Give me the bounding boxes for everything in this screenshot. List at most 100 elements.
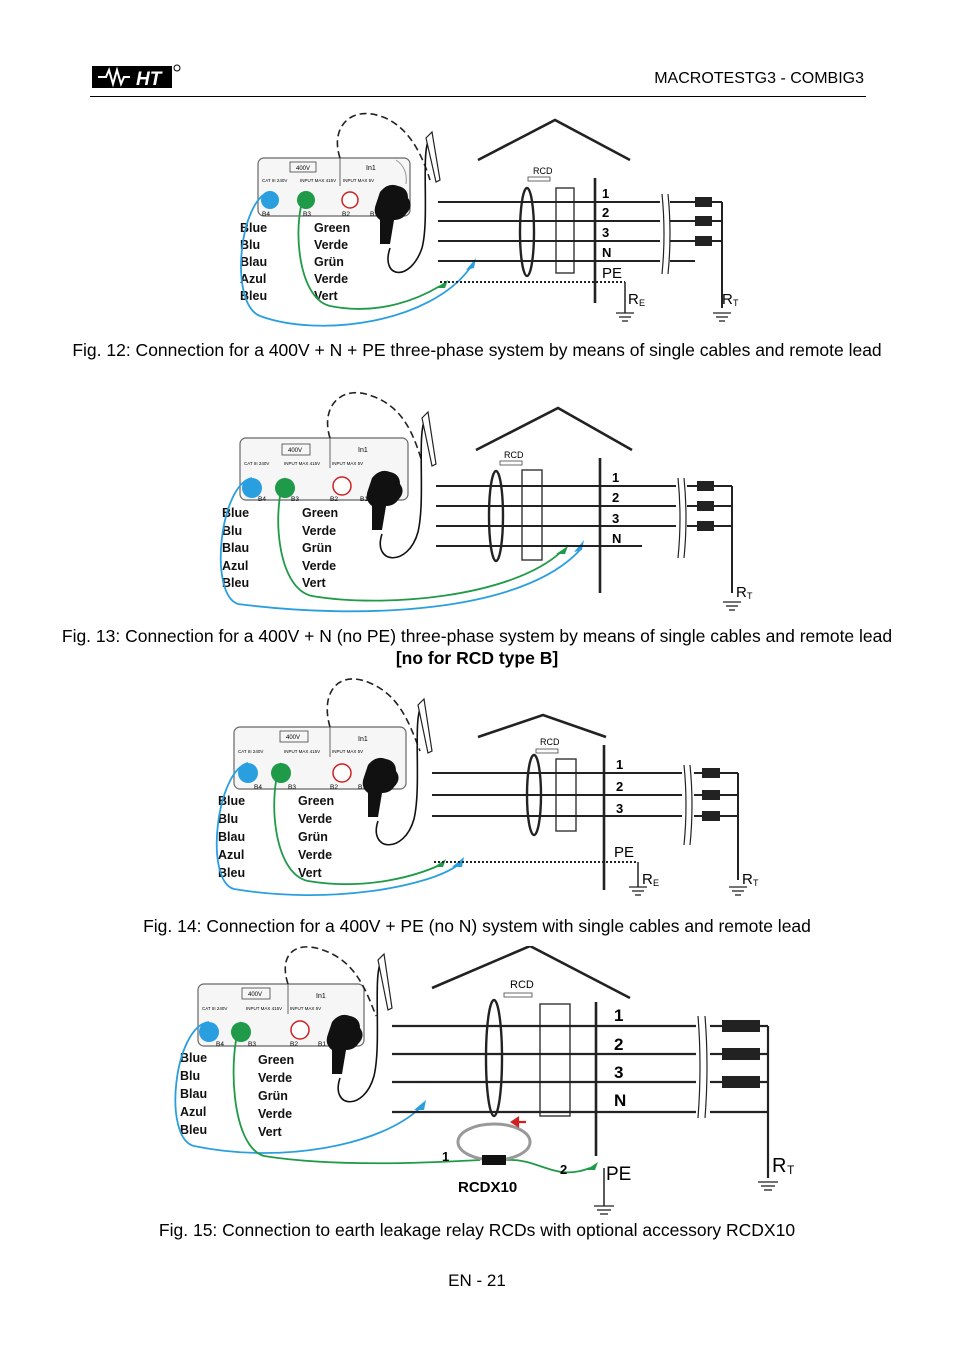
- figure-13-caption: Fig. 13: Connection for a 400V + N (no P…: [61, 626, 893, 668]
- svg-text:In1: In1: [366, 165, 376, 172]
- svg-text:R: R: [722, 291, 733, 308]
- svg-text:Green: Green: [298, 794, 334, 808]
- svg-text:Verde: Verde: [258, 1071, 292, 1085]
- terminal-b2[interactable]: [332, 476, 352, 496]
- figure-14-diagram: 400V In1 CAT III 240V INPUT MAX 415V INP…: [215, 678, 759, 896]
- svg-text:1: 1: [602, 186, 609, 201]
- svg-text:T: T: [787, 1163, 795, 1177]
- svg-text:3: 3: [614, 1063, 623, 1082]
- svg-text:INPUT MAX 5V: INPUT MAX 5V: [343, 178, 374, 183]
- svg-text:N: N: [612, 531, 621, 546]
- svg-text:PE: PE: [614, 844, 634, 861]
- svg-text:RCDX10: RCDX10: [458, 1179, 517, 1196]
- svg-text:B1: B1: [358, 784, 366, 791]
- svg-text:Green: Green: [314, 221, 350, 235]
- svg-text:Blu: Blu: [180, 1069, 200, 1083]
- svg-text:1: 1: [616, 757, 623, 772]
- svg-text:400V: 400V: [286, 735, 300, 741]
- svg-text:PE: PE: [602, 265, 622, 282]
- svg-text:2: 2: [602, 205, 609, 220]
- svg-text:INPUT MAX 415V: INPUT MAX 415V: [246, 1006, 282, 1011]
- svg-text:Blau: Blau: [222, 541, 249, 555]
- svg-text:In1: In1: [358, 447, 368, 454]
- figure-12-caption: Fig. 12: Connection for a 400V + N + PE …: [72, 340, 882, 360]
- svg-text:Blau: Blau: [240, 255, 267, 269]
- rcdx10-clamp: [456, 1122, 532, 1162]
- svg-text:T: T: [747, 591, 753, 601]
- svg-text:Verde: Verde: [302, 524, 336, 538]
- blue-lead: [219, 477, 581, 613]
- svg-text:Grün: Grün: [302, 541, 332, 555]
- svg-text:Bleu: Bleu: [218, 866, 245, 880]
- svg-text:Green: Green: [258, 1053, 294, 1067]
- svg-text:Vert: Vert: [298, 866, 322, 880]
- svg-text:Blu: Blu: [240, 238, 260, 252]
- svg-text:Blu: Blu: [222, 524, 242, 538]
- svg-text:CAT III 240V: CAT III 240V: [262, 178, 287, 183]
- svg-text:400V: 400V: [248, 992, 262, 998]
- svg-text:Vert: Vert: [314, 289, 338, 303]
- logo-text: HT: [136, 69, 163, 90]
- svg-text:CAT III 240V: CAT III 240V: [238, 749, 263, 754]
- meter-body: [257, 157, 411, 217]
- rcd-box: [555, 187, 575, 274]
- svg-text:Blue: Blue: [180, 1051, 207, 1065]
- svg-text:B4: B4: [254, 784, 262, 791]
- crocodile-clip: [425, 130, 441, 183]
- terminal-b3-green[interactable]: [231, 1022, 251, 1042]
- svg-text:Grün: Grün: [258, 1089, 288, 1103]
- svg-text:Vert: Vert: [302, 576, 326, 590]
- svg-text:T: T: [733, 298, 739, 308]
- svg-text:B3: B3: [303, 211, 311, 218]
- svg-text:3: 3: [602, 225, 609, 240]
- ground-symbol: [616, 312, 731, 322]
- terminal-b2[interactable]: [290, 1020, 310, 1040]
- terminal-b4-blue[interactable]: [238, 763, 258, 783]
- figure-14-caption: Fig. 14: Connection for a 400V + PE (no …: [143, 916, 811, 936]
- svg-text:1: 1: [614, 1006, 623, 1025]
- svg-text:Verde: Verde: [314, 272, 348, 286]
- svg-text:Vert: Vert: [258, 1125, 282, 1139]
- terminal-b4-blue[interactable]: [261, 191, 279, 209]
- svg-text:Grün: Grün: [314, 255, 344, 269]
- house-roof: [477, 118, 631, 162]
- terminal-b4-blue[interactable]: [242, 478, 262, 498]
- green-lead: [297, 191, 441, 310]
- svg-text:In1: In1: [358, 736, 368, 743]
- svg-text:In1: In1: [316, 993, 326, 1000]
- remote-lead: [326, 391, 423, 463]
- svg-text:RCD: RCD: [540, 737, 560, 747]
- page-header: HT MACROTESTG3 - COMBIG3: [90, 60, 866, 97]
- svg-text:INPUT MAX 5V: INPUT MAX 5V: [332, 749, 363, 754]
- svg-text:E: E: [639, 298, 645, 308]
- svg-text:T: T: [753, 878, 759, 888]
- figure-15-caption: Fig. 15: Connection to earth leakage rel…: [158, 1220, 796, 1240]
- svg-text:PE: PE: [606, 1164, 631, 1185]
- svg-text:CAT III 240V: CAT III 240V: [202, 1006, 227, 1011]
- svg-text:Verde: Verde: [298, 812, 332, 826]
- svg-text:Verde: Verde: [298, 848, 332, 862]
- svg-text:B3: B3: [248, 1041, 256, 1048]
- terminal-b3-green[interactable]: [275, 478, 295, 498]
- svg-text:Blau: Blau: [218, 830, 245, 844]
- page-number: EN - 21: [448, 1271, 506, 1290]
- figure-13-diagram: 400V In1 CAT III 240V INPUT MAX 415V INP…: [219, 391, 753, 613]
- svg-text:Blu: Blu: [218, 812, 238, 826]
- svg-text:Bleu: Bleu: [180, 1123, 207, 1137]
- svg-text:3: 3: [612, 511, 619, 526]
- svg-text:B4: B4: [216, 1041, 224, 1048]
- svg-text:R: R: [772, 1155, 786, 1177]
- svg-text:RCD: RCD: [504, 450, 524, 460]
- terminal-b4-blue[interactable]: [199, 1022, 219, 1042]
- svg-text:B3: B3: [291, 496, 299, 503]
- svg-text:INPUT MAX 415V: INPUT MAX 415V: [284, 461, 320, 466]
- blue-lead: [240, 191, 471, 327]
- terminal-b2[interactable]: [341, 191, 359, 209]
- green-lead: [277, 477, 563, 602]
- svg-text:3: 3: [616, 801, 623, 816]
- svg-text:Bleu: Bleu: [222, 576, 249, 590]
- terminal-b2[interactable]: [332, 763, 352, 783]
- terminal-b3-green[interactable]: [271, 763, 291, 783]
- svg-text:400V: 400V: [288, 448, 302, 454]
- remote-lead: [336, 112, 431, 181]
